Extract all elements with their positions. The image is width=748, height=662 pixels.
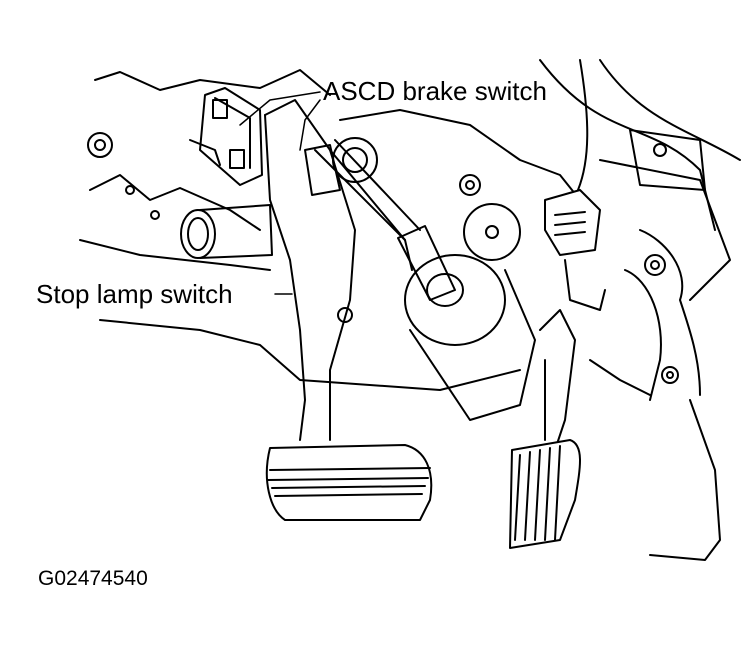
accelerator-pedal (509, 309, 581, 549)
push-rod (314, 139, 456, 301)
stop-lamp-switch (189, 87, 263, 186)
figure-code: G02474540 (38, 567, 148, 590)
firewall-outline (79, 59, 741, 561)
stop-lamp-switch-label: Stop lamp switch (36, 279, 233, 309)
accelerator-connector (544, 59, 606, 311)
pivot-shaft (180, 204, 273, 259)
brake-booster (404, 203, 536, 421)
mounting-bolts (87, 132, 679, 384)
leader-lines (239, 91, 321, 295)
brake-pedal-pad (265, 444, 433, 521)
ascd-brake-switch-label: ASCD brake switch (323, 76, 547, 106)
brake-pedal-arm (264, 99, 413, 441)
